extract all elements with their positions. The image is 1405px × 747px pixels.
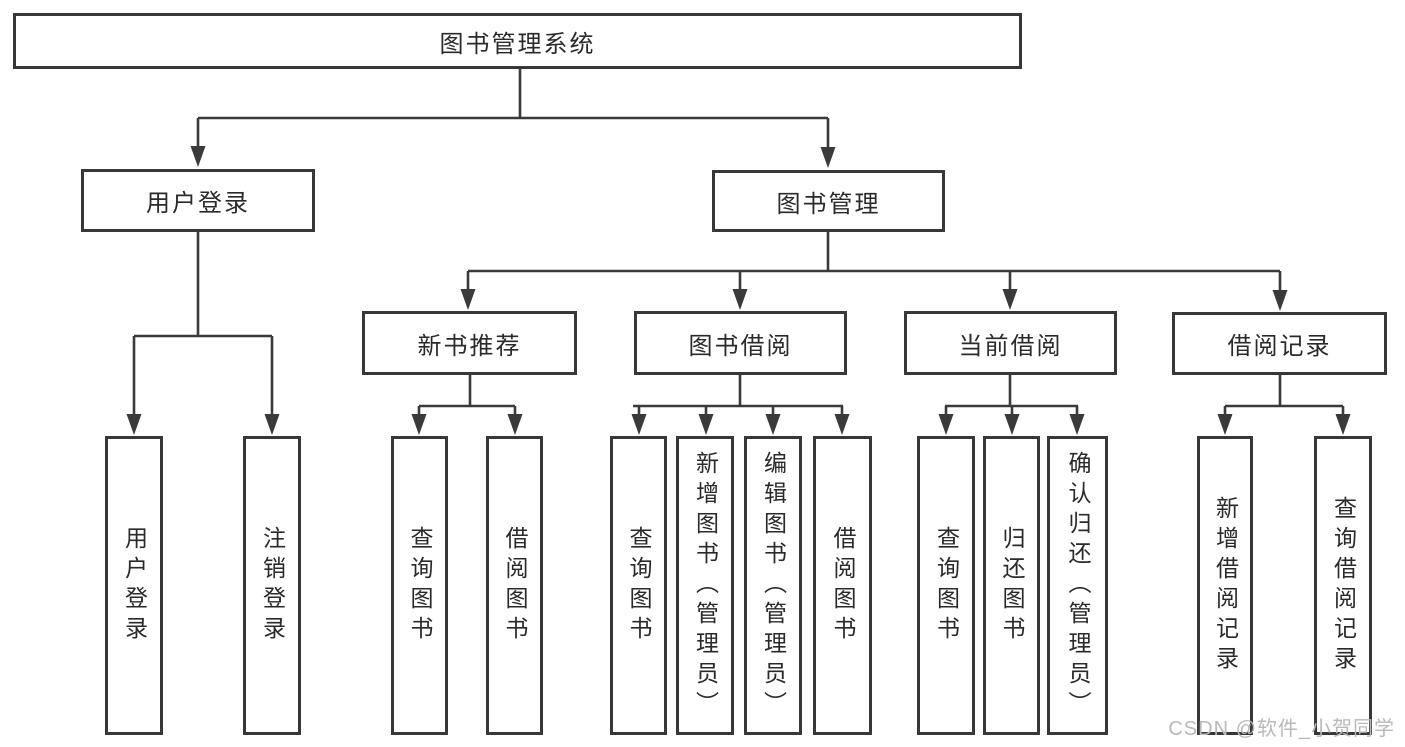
leaf-current-confirm-return-admin: 确认归还（管理员） <box>1047 436 1108 735</box>
leaf-borrowing-add-books-admin: 新增图书（管理员） <box>676 436 734 735</box>
node-user-login: 用户登录 <box>81 169 315 232</box>
leaf-borrowing-edit-books-admin: 编辑图书（管理员） <box>744 436 802 735</box>
leaf-borrowing-borrow-books: 借阅图书 <box>813 436 872 735</box>
leaf-newbook-borrow-books: 借阅图书 <box>486 436 543 735</box>
node-book-borrowing: 图书借阅 <box>634 311 847 375</box>
node-library-system: 图书管理系统 <box>13 13 1022 69</box>
leaf-records-query-record: 查询借阅记录 <box>1314 436 1372 735</box>
leaf-current-return-books: 归还图书 <box>983 436 1040 735</box>
node-current-borrowing: 当前借阅 <box>904 311 1117 375</box>
leaf-user-login: 用户登录 <box>105 436 163 735</box>
leaf-records-add-record: 新增借阅记录 <box>1197 436 1253 735</box>
leaf-current-query-books: 查询图书 <box>917 436 975 735</box>
node-book-management: 图书管理 <box>712 170 945 232</box>
leaf-newbook-query-books: 查询图书 <box>391 436 448 735</box>
leaf-borrowing-query-books: 查询图书 <box>610 436 667 735</box>
csdn-watermark: CSDN @软件_小贺同学 <box>1168 718 1395 740</box>
node-borrowing-records: 借阅记录 <box>1172 312 1387 375</box>
node-new-book-recommend: 新书推荐 <box>362 311 577 375</box>
leaf-logout: 注销登录 <box>243 436 301 735</box>
